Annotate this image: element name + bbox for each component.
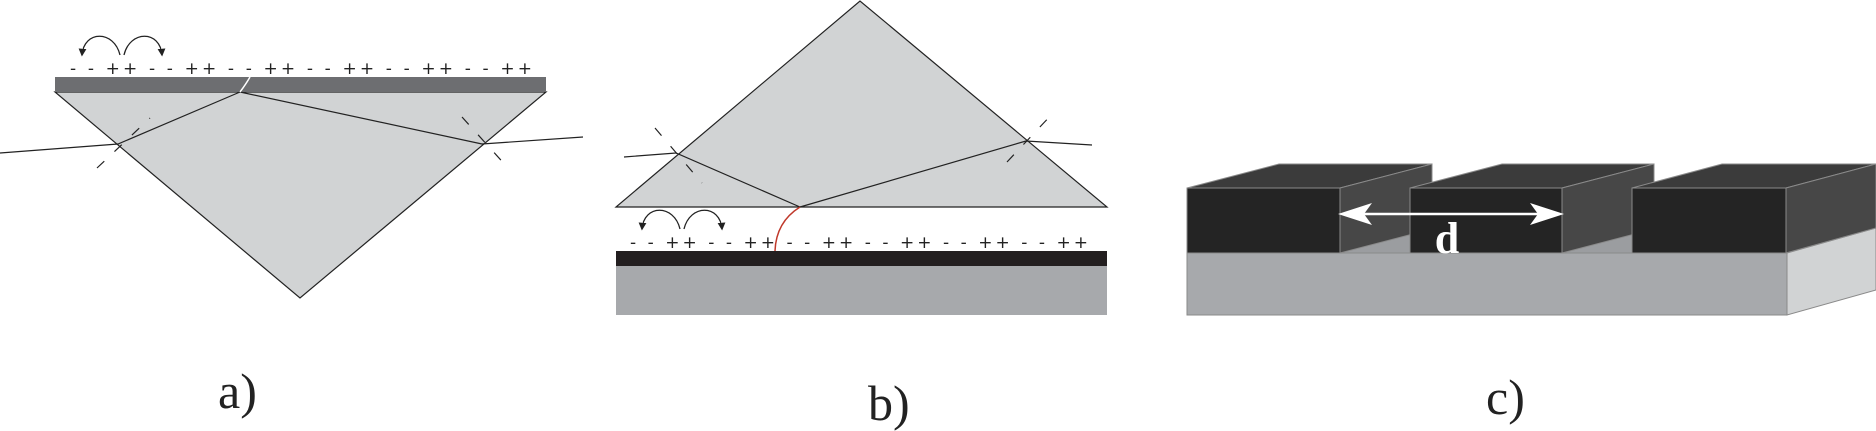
panel-label-a: a) (218, 363, 257, 419)
normal-right-a (461, 116, 509, 169)
incident-ray-a (0, 91, 241, 154)
arrow-arc-right-b (683, 209, 726, 231)
substrate-front-c (1186, 252, 1788, 316)
prism-a (53, 91, 548, 299)
metal-film-b (616, 251, 1107, 266)
panel-b: - - ++ - - ++ - - ++ - - ++ - - ++ - - +… (614, 0, 1109, 431)
surface-charges-b: - - ++ - - ++ - - ++ - - ++ - - ++ - - +… (630, 233, 1088, 253)
panel-label-c: c) (1486, 369, 1525, 425)
arrow-arc-right-a (123, 35, 166, 57)
period-label: d (1435, 214, 1459, 263)
evanescent-mark-a (239, 76, 251, 93)
grating-block-1 (1186, 163, 1433, 254)
surface-charges-a: - - ++ - - ++ - - ++ - - ++ - - ++ - - +… (70, 59, 532, 79)
panel-a: - - ++ - - ++ - - ++ - - ++ - - ++ - - +… (0, 35, 584, 419)
surface-wave-b (774, 206, 801, 252)
reflected-ray-a (239, 91, 584, 145)
prism-b (614, 0, 1109, 208)
grating-block-3 (1631, 163, 1876, 254)
arrow-arc-left-a (78, 35, 121, 57)
period-arrowhead-left (1338, 203, 1372, 225)
arrow-arc-left-b (638, 209, 681, 231)
period-arrowhead-right (1530, 203, 1564, 225)
metal-film-a (55, 77, 546, 92)
panel-label-b: b) (868, 375, 910, 431)
panel-c: d c) (1186, 163, 1876, 425)
substrate-b (616, 266, 1107, 315)
normal-right-b (1006, 111, 1055, 163)
